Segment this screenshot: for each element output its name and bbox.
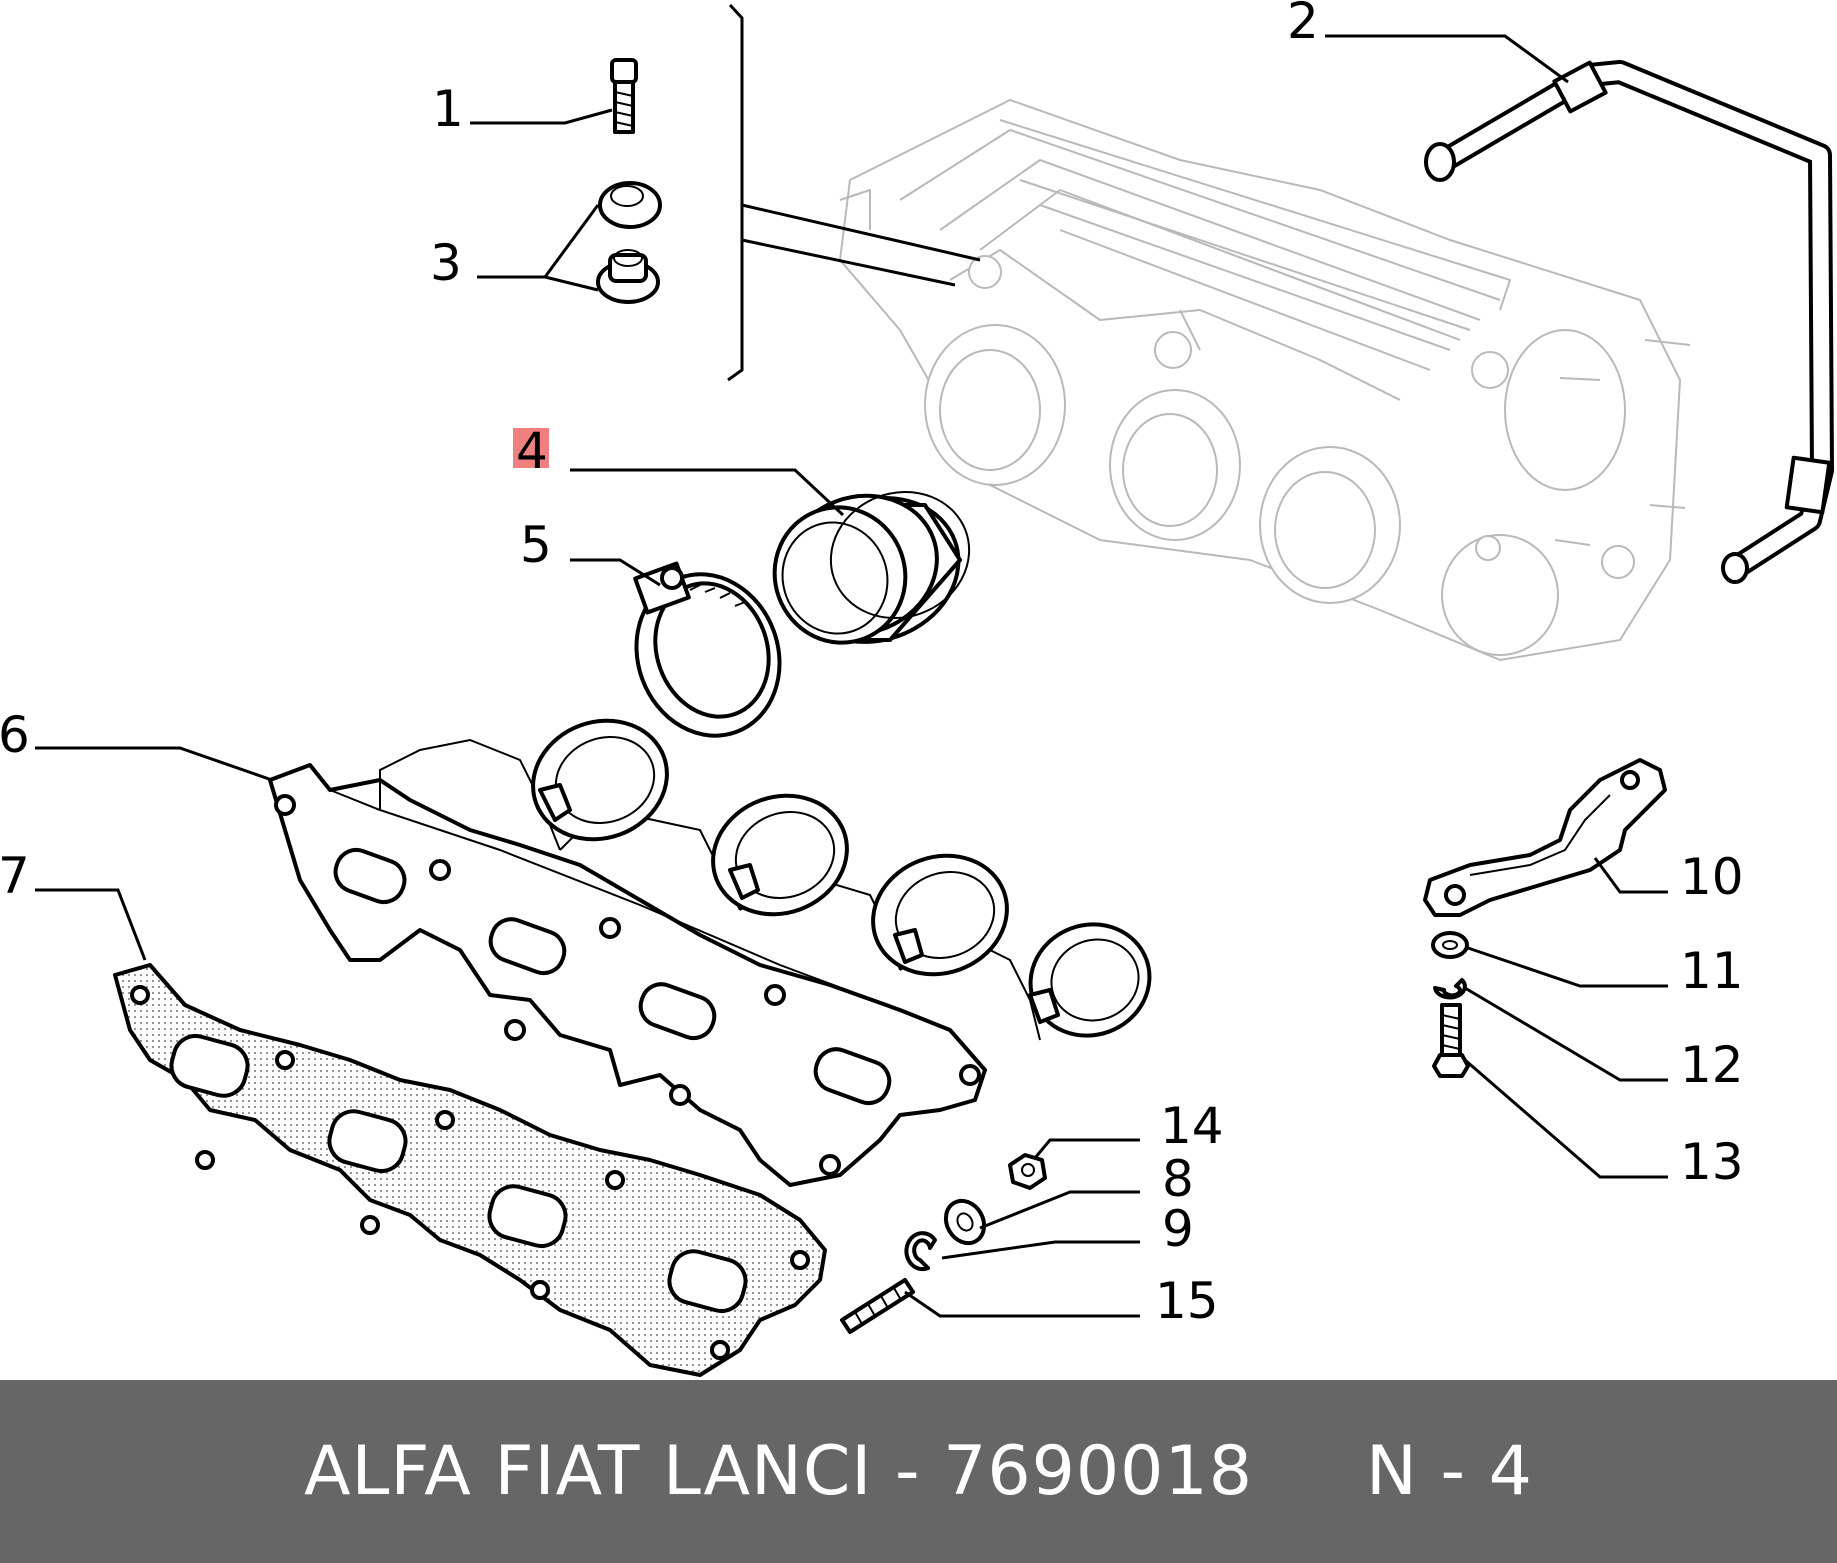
callout-4-highlight [513, 428, 549, 468]
part-4-sleeve [772, 491, 971, 645]
part-11-washer [1431, 931, 1469, 959]
callout-1: 1 [432, 80, 464, 138]
detail-bracket [727, 3, 981, 382]
part-5-hose-clamp [633, 561, 782, 738]
part-13-bolt [1432, 1003, 1470, 1078]
callout-8: 8 [1162, 1150, 1194, 1208]
callout-6: 6 [0, 706, 30, 764]
callout-2: 2 [1287, 0, 1319, 50]
intake-manifold-block-ghost [838, 98, 1691, 662]
callout-10: 10 [1680, 848, 1744, 906]
part-7-gasket [113, 963, 827, 1377]
callout-labels: 1 2 3 4 5 6 7 8 9 10 11 12 13 14 15 [0, 0, 1744, 1330]
part-8-washer [943, 1198, 987, 1246]
callout-4: 4 [516, 422, 548, 480]
part-14-nut [1008, 1153, 1047, 1190]
callout-9: 9 [1162, 1200, 1194, 1258]
callout-15: 15 [1155, 1272, 1219, 1330]
part-3-caps [596, 181, 662, 304]
part-6-intake-manifold [268, 718, 1152, 1187]
footer-text: ALFA FIAT LANCI - 7690018 N - 4 [304, 1432, 1533, 1511]
part-15-stud [840, 1278, 915, 1334]
part-9-lock-washer [904, 1231, 937, 1272]
exploded-parts-diagram: 1 2 3 4 5 6 7 8 9 10 11 12 13 14 15 [0, 0, 1834, 1377]
callout-5: 5 [520, 516, 552, 574]
leader-lines [35, 34, 1668, 1318]
callout-3: 3 [430, 234, 462, 292]
part-2-hose-pipe [1424, 60, 1834, 584]
part-1-bolt [610, 58, 638, 134]
callout-13: 13 [1680, 1133, 1744, 1191]
callout-14: 14 [1160, 1097, 1224, 1155]
callout-12: 12 [1680, 1036, 1744, 1094]
callout-7: 7 [0, 847, 30, 905]
part-12-lock-washer [1433, 978, 1467, 1000]
callout-11: 11 [1680, 942, 1744, 1000]
part-number-footer: ALFA FIAT LANCI - 7690018 N - 4 [0, 1380, 1837, 1563]
part-10-bracket [1423, 758, 1667, 917]
